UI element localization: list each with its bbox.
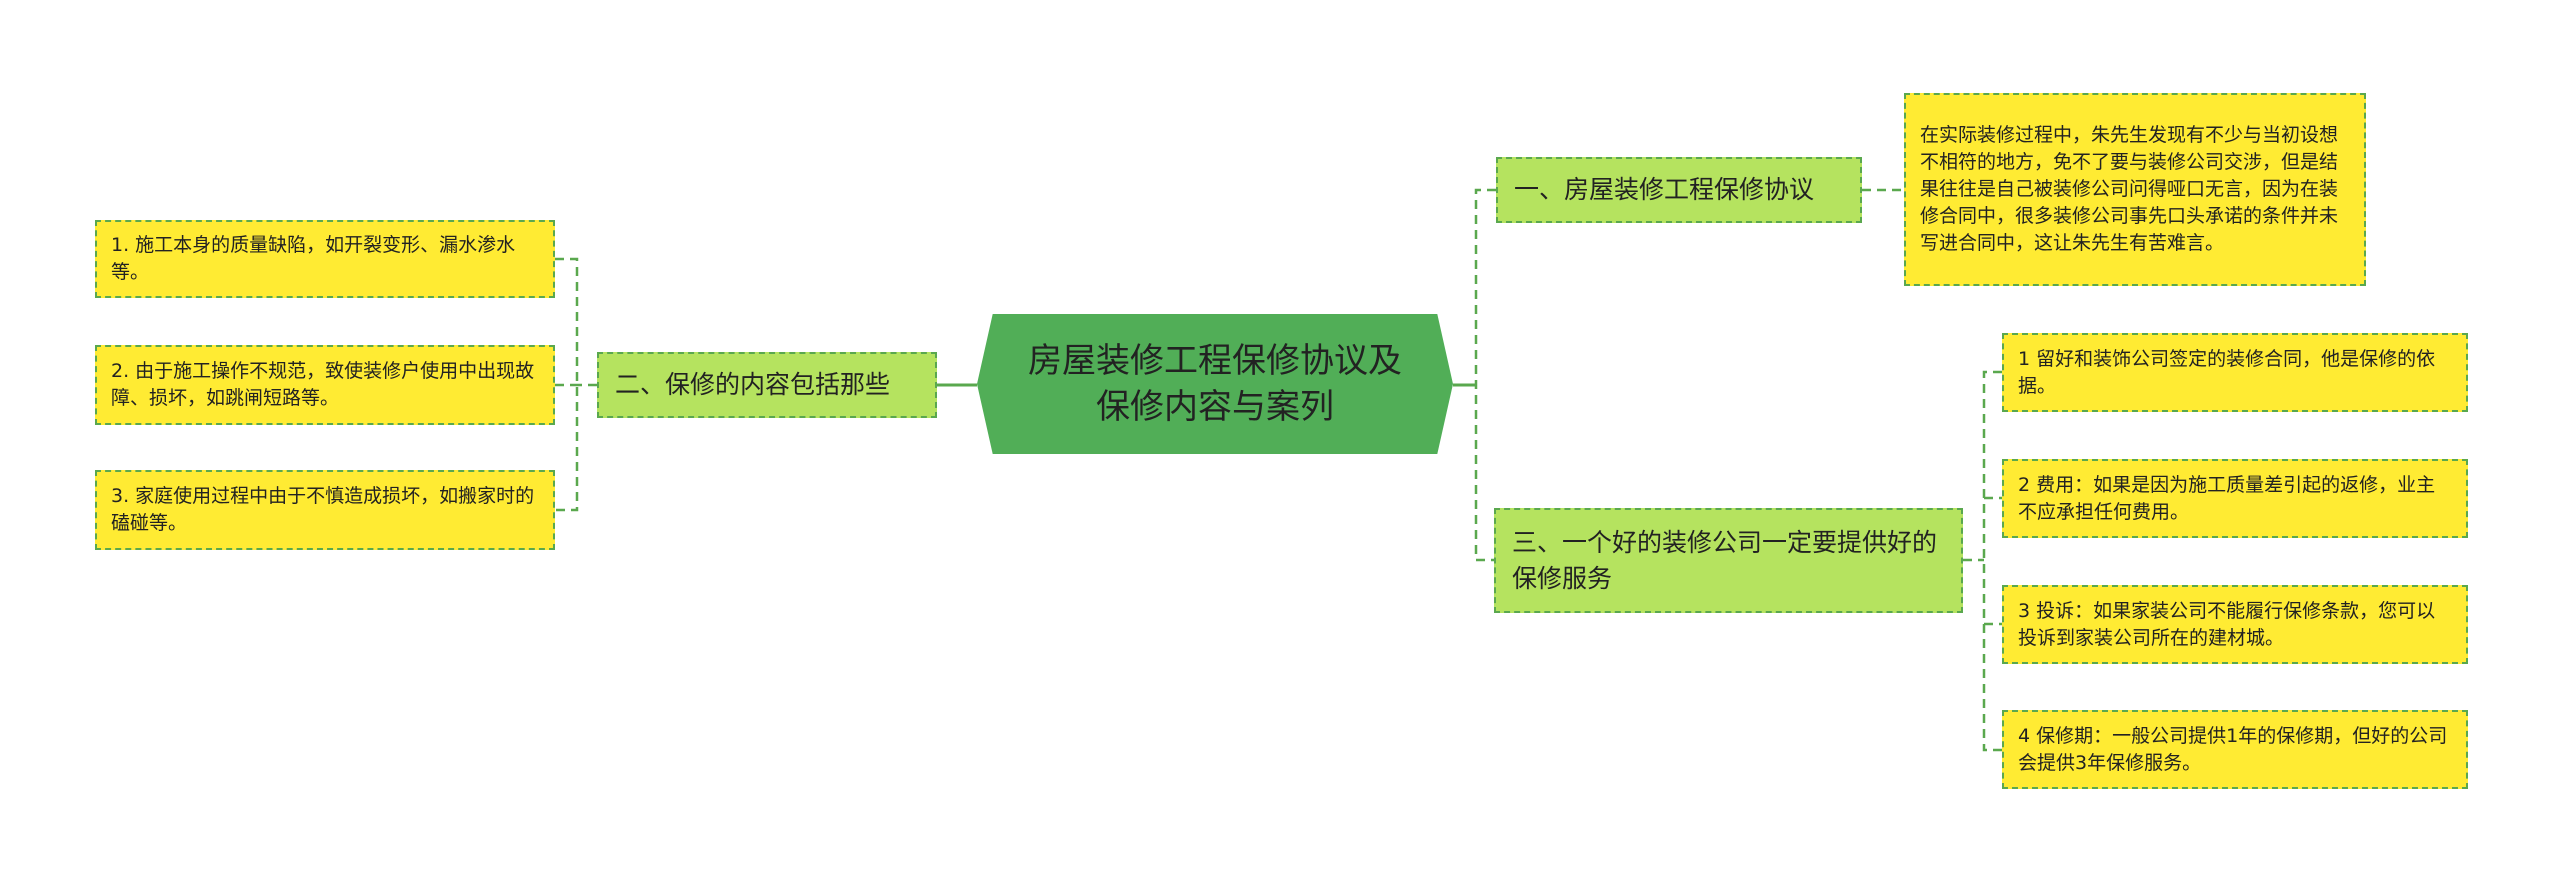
leaf-item[interactable]: 3. 家庭使用过程中由于不慎造成损坏，如搬家时的磕碰等。 xyxy=(95,470,555,550)
leaf-text: 1 留好和装饰公司签定的装修合同，他是保修的依据。 xyxy=(2018,347,2436,397)
branch-label: 三、一个好的装修公司一定要提供好的保修服务 xyxy=(1512,527,1938,593)
leaf-text: 2. 由于施工操作不规范，致使装修户使用中出现故障、损坏，如跳闸短路等。 xyxy=(111,360,535,409)
leaf-text: 2 费用：如果是因为施工质量差引起的返修，业主不应承担任何费用。 xyxy=(2018,473,2436,523)
central-topic[interactable]: 房屋装修工程保修协议及保修内容与案列 xyxy=(977,314,1453,454)
central-topic-text: 房屋装修工程保修协议及保修内容与案列 xyxy=(1028,341,1402,427)
branch-warranty-agreement[interactable]: 一、房屋装修工程保修协议 xyxy=(1496,157,1862,223)
branch-label: 一、房屋装修工程保修协议 xyxy=(1514,175,1815,204)
leaf-text: 1. 施工本身的质量缺陷，如开裂变形、漏水渗水等。 xyxy=(111,234,516,283)
leaf-note[interactable]: 在实际装修过程中，朱先生发现有不少与当初设想不相符的地方，免不了要与装修公司交涉… xyxy=(1904,93,2366,286)
leaf-item[interactable]: 1. 施工本身的质量缺陷，如开裂变形、漏水渗水等。 xyxy=(95,220,555,298)
leaf-item[interactable]: 1 留好和装饰公司签定的装修合同，他是保修的依据。 xyxy=(2002,333,2468,412)
leaf-text: 在实际装修过程中，朱先生发现有不少与当初设想不相符的地方，免不了要与装修公司交涉… xyxy=(1920,124,2339,254)
leaf-item[interactable]: 2 费用：如果是因为施工质量差引起的返修，业主不应承担任何费用。 xyxy=(2002,459,2468,538)
branch-warranty-content[interactable]: 二、保修的内容包括那些 xyxy=(597,352,937,418)
branch-label: 二、保修的内容包括那些 xyxy=(615,370,891,399)
leaf-item[interactable]: 2. 由于施工操作不规范，致使装修户使用中出现故障、损坏，如跳闸短路等。 xyxy=(95,345,555,425)
leaf-item[interactable]: 3 投诉：如果家装公司不能履行保修条款，您可以投诉到家装公司所在的建材城。 xyxy=(2002,585,2468,664)
leaf-text: 3 投诉：如果家装公司不能履行保修条款，您可以投诉到家装公司所在的建材城。 xyxy=(2018,599,2436,649)
branch-good-service[interactable]: 三、一个好的装修公司一定要提供好的保修服务 xyxy=(1494,508,1963,613)
leaf-item[interactable]: 4 保修期：一般公司提供1年的保修期，但好的公司会提供3年保修服务。 xyxy=(2002,710,2468,789)
leaf-text: 4 保修期：一般公司提供1年的保修期，但好的公司会提供3年保修服务。 xyxy=(2018,724,2448,774)
leaf-text: 3. 家庭使用过程中由于不慎造成损坏，如搬家时的磕碰等。 xyxy=(111,485,535,534)
